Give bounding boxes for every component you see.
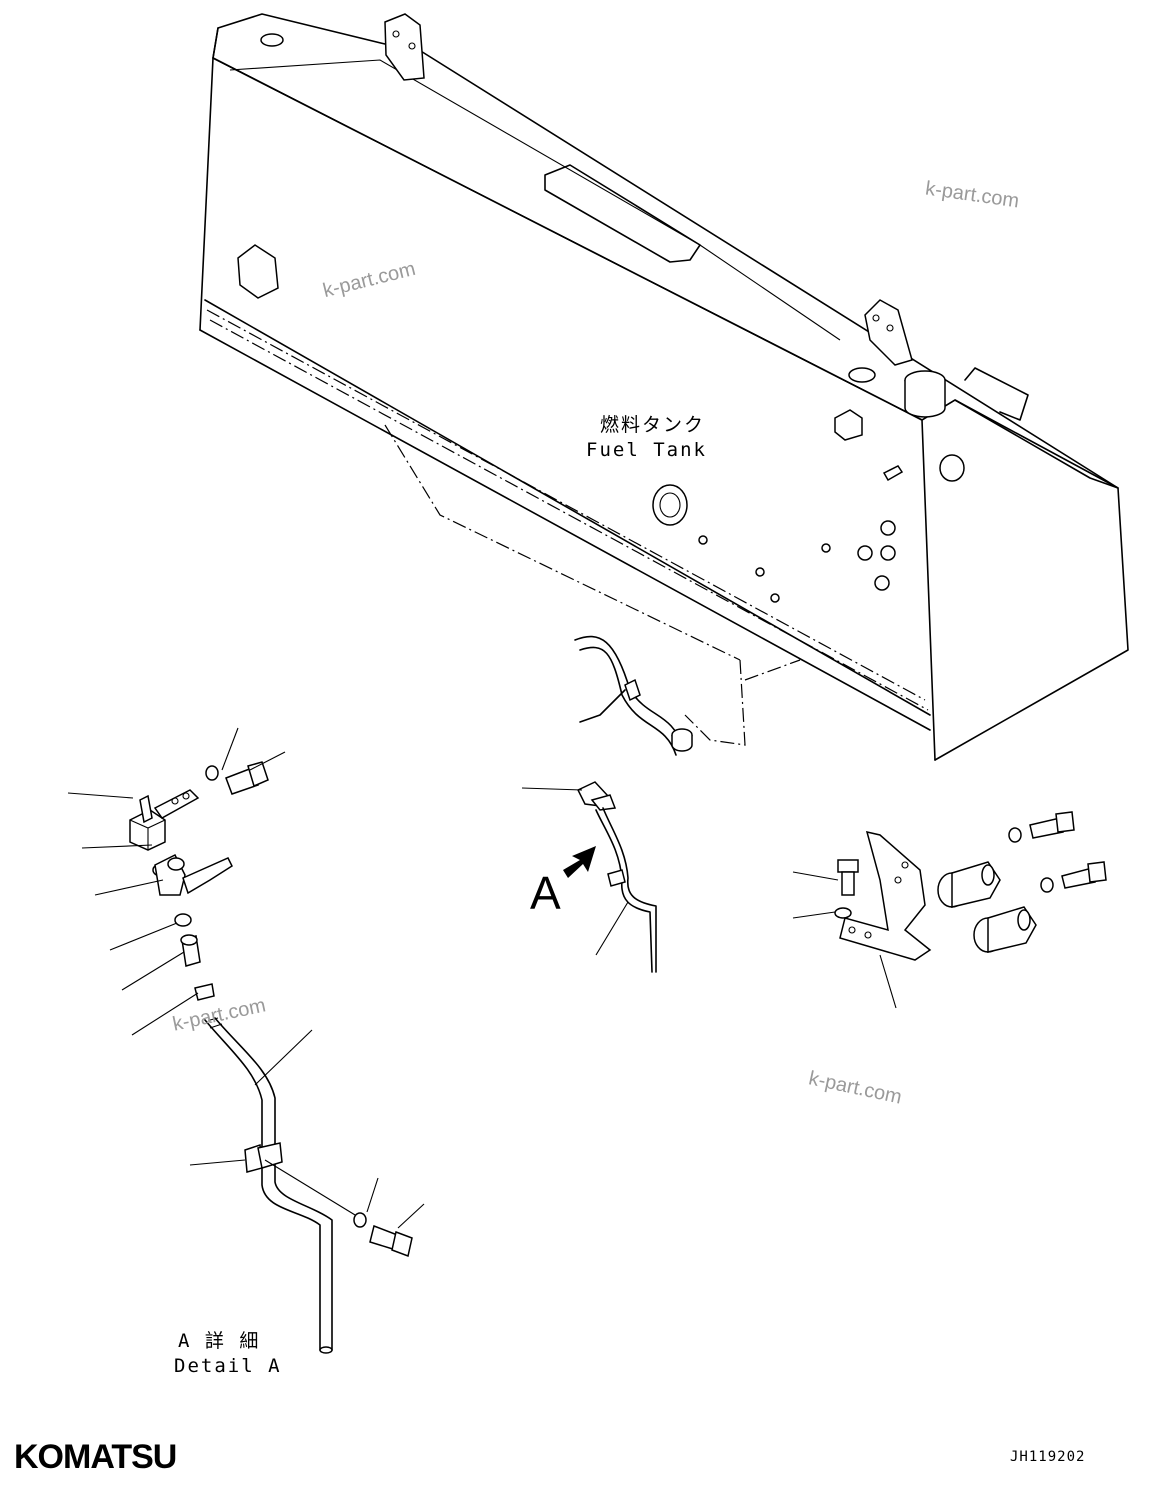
fuel-tank-label-jp: 燃料タンク bbox=[600, 414, 706, 436]
callout-leaders bbox=[67, 727, 897, 1229]
brand-logo: KOMATSU bbox=[14, 1438, 177, 1476]
detail-a-label-en: Detail A bbox=[174, 1355, 282, 1377]
bracket-assembly bbox=[834, 811, 1107, 961]
drain-hose-assembly bbox=[574, 635, 693, 973]
detail-a-parts bbox=[129, 761, 413, 1354]
fuel-tank-body bbox=[199, 13, 1129, 761]
drawing-code: JH119202 bbox=[1010, 1449, 1086, 1465]
view-arrow-icon bbox=[563, 846, 596, 878]
view-arrow-label: A bbox=[530, 867, 561, 919]
fuel-tank-label-en: Fuel Tank bbox=[586, 439, 707, 461]
detail-a-label-jp: A 詳 細 bbox=[178, 1330, 261, 1352]
